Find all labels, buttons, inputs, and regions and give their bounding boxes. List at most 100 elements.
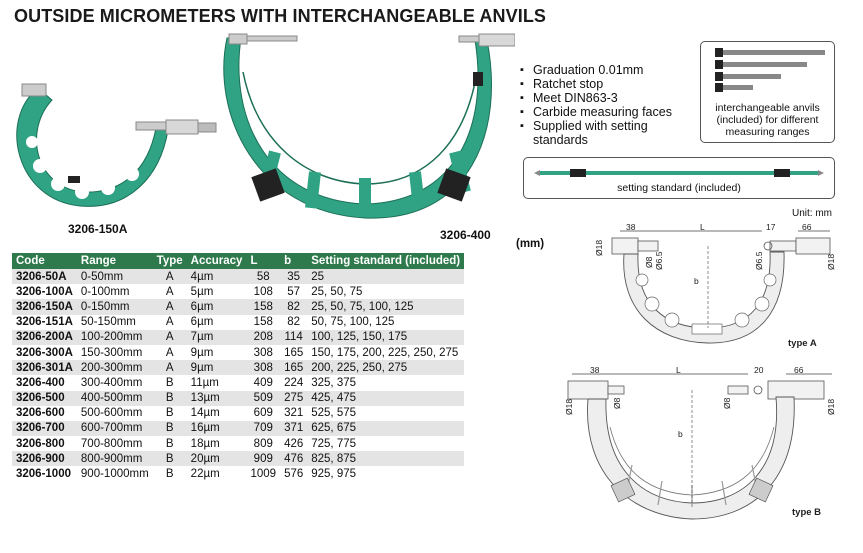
dim-a-L: L	[700, 222, 705, 232]
table-cell: 57	[280, 284, 308, 300]
dim-a-b: b	[694, 276, 699, 286]
table-cell: 16µm	[186, 420, 247, 437]
table-cell: A	[152, 269, 187, 285]
table-cell: A	[152, 344, 187, 361]
table-cell: 158	[246, 314, 281, 330]
table-cell: A	[152, 314, 187, 330]
table-cell: 50-150mm	[76, 314, 153, 330]
table-cell: 25, 50, 75	[307, 284, 465, 300]
table-cell: 224	[280, 375, 308, 391]
dim-b-dia1: Ø18	[564, 399, 574, 415]
page-title: OUTSIDE MICROMETERS WITH INTERCHANGEABLE…	[14, 6, 547, 26]
table-cell: 409	[246, 375, 281, 391]
table-cell: 600-700mm	[76, 420, 153, 437]
table-cell: 20µm	[186, 451, 247, 467]
table-cell: 0-100mm	[76, 284, 153, 300]
table-cell: 400-500mm	[76, 390, 153, 406]
table-cell: 18µm	[186, 436, 247, 452]
table-cell: 158	[246, 299, 281, 315]
table-header-cell: Accuracy	[186, 253, 247, 269]
table-cell: B	[152, 375, 187, 391]
table-cell: 82	[280, 299, 308, 315]
setting-standard-box: setting standard (included)	[523, 157, 835, 199]
dim-a-dia3: Ø6.5	[654, 251, 664, 270]
table-cell: 7µm	[186, 329, 247, 345]
table-cell: 1009	[246, 466, 281, 482]
table-cell: 150-300mm	[76, 344, 153, 361]
feature-item: Graduation 0.01mm	[520, 63, 703, 77]
dim-b-38: 38	[590, 365, 600, 375]
dim-a-17: 17	[766, 222, 776, 232]
table-cell: 3206-900	[12, 451, 77, 467]
table-cell: 50, 75, 100, 125	[307, 314, 465, 330]
table-cell: 4µm	[186, 269, 247, 285]
dim-b-b: b	[678, 429, 683, 439]
table-cell: 3206-700	[12, 420, 77, 437]
table-cell: 9µm	[186, 360, 247, 376]
dim-b-66: 66	[794, 365, 804, 375]
table-cell: B	[152, 436, 187, 452]
table-cell: 200, 225, 250, 275	[307, 360, 465, 376]
table-cell: 625, 675	[307, 420, 465, 437]
table-cell: 3206-400	[12, 375, 77, 391]
unit-note: Unit: mm	[792, 208, 832, 219]
table-cell: A	[152, 284, 187, 300]
table-cell: 6µm	[186, 314, 247, 330]
table-cell: 371	[280, 420, 308, 437]
type-a-label: type A	[788, 338, 817, 349]
dim-b-dia4: Ø18	[826, 399, 836, 415]
table-cell: 3206-100A	[12, 284, 77, 300]
table-unit: (mm)	[516, 238, 545, 250]
table-cell: 3206-150A	[12, 299, 77, 315]
table-cell: 300-400mm	[76, 375, 153, 391]
table-cell: 709	[246, 420, 281, 437]
table-cell: A	[152, 360, 187, 376]
table-cell: 108	[246, 284, 281, 300]
table-cell: 321	[280, 405, 308, 421]
table-cell: 900-1000mm	[76, 466, 153, 482]
diagram-type-b: 38 L 20 66 b Ø18 Ø8 Ø8 Ø18 type B	[564, 365, 836, 520]
table-cell: 909	[246, 451, 281, 467]
anvils-caption: interchangeable anvils (included) for di…	[715, 102, 820, 138]
table-cell: 200-300mm	[76, 360, 153, 376]
table-cell: 25	[307, 269, 465, 285]
dim-b-dia2: Ø8	[612, 397, 622, 409]
feature-item: Carbide measuring faces	[520, 105, 703, 119]
table-cell: B	[152, 405, 187, 421]
dim-a-dia4: Ø6.5	[754, 251, 764, 270]
table-header-cell: Setting standard (included)	[307, 253, 465, 269]
table-cell: 308	[246, 360, 281, 376]
table-cell: 100-200mm	[76, 329, 153, 345]
setting-standard-image	[534, 169, 824, 177]
table-cell: 114	[280, 329, 308, 345]
dim-b-20: 20	[754, 365, 764, 375]
table-cell: 325, 375	[307, 375, 465, 391]
table-cell: A	[152, 329, 187, 345]
table-cell: 800-900mm	[76, 451, 153, 467]
table-cell: 35	[280, 269, 308, 285]
table-cell: 700-800mm	[76, 436, 153, 452]
micrometer-400-image	[223, 33, 515, 219]
dim-a-66: 66	[802, 222, 812, 232]
table-cell: 22µm	[186, 466, 247, 482]
table-cell: 275	[280, 390, 308, 406]
table-cell: 3206-151A	[12, 314, 77, 330]
table-cell: 3206-600	[12, 405, 77, 421]
table-cell: 82	[280, 314, 308, 330]
anvils-box: interchangeable anvils (included) for di…	[700, 41, 835, 143]
table-header-cell: Type	[152, 253, 187, 269]
table-cell: A	[152, 299, 187, 315]
